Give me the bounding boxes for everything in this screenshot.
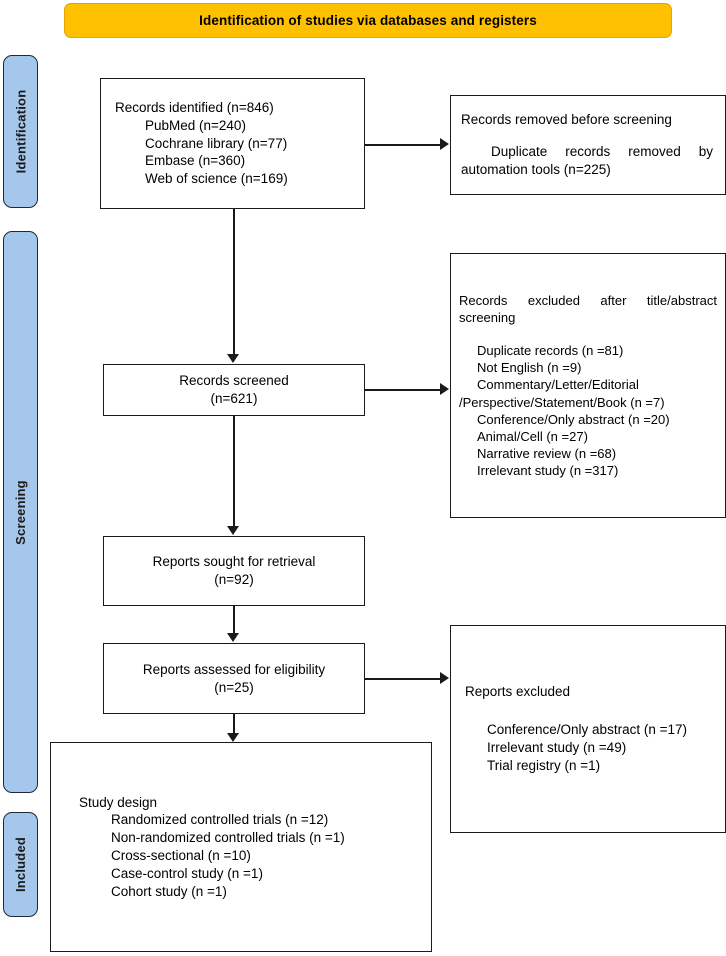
stage-label-screening: Screening (13, 479, 28, 545)
reports-excluded-item: Conference/Only abstract (n =17) (487, 722, 687, 738)
records-excluded-item: Narrative review (n =68) (477, 445, 617, 461)
records-screened-line2: (n=621) (210, 391, 258, 406)
study-design-item: Cohort study (n =1) (111, 883, 227, 899)
reports-sought-line2: (n=92) (214, 572, 254, 587)
records-excluded-heading: Records excluded after title/abstract sc… (459, 292, 717, 325)
stage-bar-identification: Identification (3, 55, 38, 208)
box-records-removed-before-screening: Records removed before screening Duplica… (450, 95, 726, 195)
records-excluded-item: Conference/Only abstract (n =20) (477, 411, 670, 427)
arrowhead-down-to-study-design (227, 733, 239, 742)
arrowhead-down-to-assessed (227, 633, 239, 642)
connector-screened-to-excluded (365, 389, 441, 391)
records-identified-heading: Records identified (n=846) (115, 99, 274, 115)
records-identified-item: PubMed (n=240) (145, 117, 246, 133)
arrowhead-right-to-excluded (440, 383, 449, 395)
study-design-items: Randomized controlled trials (n =12) Non… (79, 811, 423, 900)
box-records-screened: Records screened (n=621) (103, 364, 365, 416)
connector-identified-to-removed (365, 144, 441, 146)
records-removed-body: Duplicate records removed by automation … (461, 144, 713, 177)
connector-identified-to-screened (233, 209, 235, 355)
stage-bar-screening: Screening (3, 231, 38, 793)
records-excluded-item: /Perspective/Statement/Book (n =7) (459, 394, 665, 410)
box-records-identified: Records identified (n=846) PubMed (n=240… (100, 78, 365, 209)
connector-screened-to-sought (233, 416, 235, 527)
reports-excluded-heading: Reports excluded (465, 684, 571, 700)
study-design-item: Case-control study (n =1) (111, 865, 263, 881)
records-identified-item: Cochrane library (n=77) (145, 135, 288, 151)
records-identified-item: Web of science (n=169) (145, 171, 288, 187)
box-reports-excluded: Reports excluded Conference/Only abstrac… (450, 625, 726, 833)
arrowhead-right-to-reports-excluded (440, 672, 449, 684)
connector-sought-to-assessed (233, 606, 235, 634)
study-design-item: Randomized controlled trials (n =12) (111, 812, 329, 828)
stage-bar-included: Included (3, 812, 38, 917)
arrowhead-down-to-screened (227, 354, 239, 363)
records-excluded-items: Duplicate records (n =81) Not English (n… (459, 342, 717, 479)
reports-sought-line1: Reports sought for retrieval (152, 554, 316, 570)
arrowhead-right-to-removed (440, 138, 449, 150)
stage-label-included: Included (13, 836, 28, 893)
study-design-item: Cross-sectional (n =10) (111, 848, 251, 863)
reports-excluded-items: Conference/Only abstract (n =17) Irrelev… (465, 721, 717, 774)
records-excluded-item: Animal/Cell (n =27) (477, 428, 588, 444)
box-study-design: Study design Randomized controlled trial… (50, 742, 432, 952)
box-reports-assessed-for-eligibility: Reports assessed for eligibility (n=25) (103, 643, 365, 714)
records-screened-line1: Records screened (179, 373, 289, 389)
arrowhead-down-to-sought (227, 526, 239, 535)
reports-assessed-line1: Reports assessed for eligibility (142, 661, 326, 677)
records-excluded-item: Duplicate records (n =81) (477, 343, 624, 359)
box-reports-sought-for-retrieval: Reports sought for retrieval (n=92) (103, 536, 365, 606)
records-excluded-item: Commentary/Letter/Editorial (477, 377, 639, 393)
records-excluded-item: Irrelevant study (n =317) (477, 463, 619, 479)
box-records-excluded: Records excluded after title/abstract sc… (450, 253, 726, 518)
study-design-item: Non-randomized controlled trials (n =1) (111, 830, 345, 846)
connector-assessed-to-study-design (233, 714, 235, 734)
records-excluded-item: Not English (n =9) (477, 360, 582, 376)
banner-title: Identification of studies via databases … (199, 13, 537, 28)
records-identified-item: Embase (n=360) (145, 153, 246, 169)
reports-excluded-item: Irrelevant study (n =49) (487, 740, 627, 755)
reports-excluded-item: Trial registry (n =1) (487, 757, 601, 773)
reports-assessed-line2: (n=25) (214, 679, 254, 695)
records-removed-heading: Records removed before screening (461, 112, 672, 128)
spacer (461, 129, 713, 143)
stage-label-identification: Identification (13, 89, 29, 174)
connector-assessed-to-reports-excluded (365, 678, 441, 680)
diagram-banner: Identification of studies via databases … (64, 3, 672, 38)
study-design-heading: Study design (79, 794, 158, 810)
